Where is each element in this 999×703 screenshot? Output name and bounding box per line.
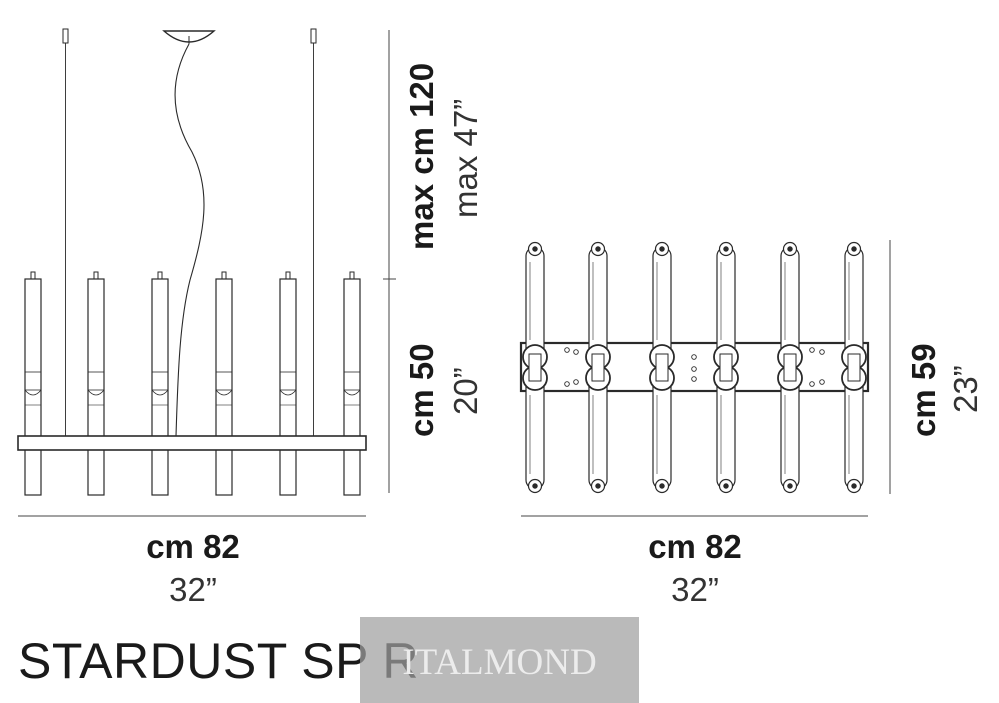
side-tube-5 (279, 271, 297, 496)
side-height-in: 20” (447, 367, 484, 415)
mount-hole (819, 379, 825, 385)
top-view (519, 241, 870, 494)
suspension-cable-left (62, 28, 69, 436)
mount-hole (573, 379, 579, 385)
side-height-max-in: max 47” (447, 99, 484, 218)
side-tube-2 (87, 271, 105, 496)
mount-hole (573, 349, 579, 355)
side-width-in: 32” (169, 571, 217, 608)
mount-hole (809, 381, 815, 387)
product-title: STARDUST SP R (18, 633, 420, 689)
side-width-cm: cm 82 (146, 528, 240, 565)
side-height-cm: cm 50 (403, 343, 440, 437)
mount-hole (564, 381, 570, 387)
top-width-cm: cm 82 (648, 528, 742, 565)
light-tubes-top (522, 241, 867, 494)
mount-hole (809, 347, 815, 353)
top-tube-2 (585, 241, 611, 494)
top-tube-5 (777, 241, 803, 494)
top-tube-1 (522, 241, 548, 494)
side-tube-6 (343, 271, 361, 496)
top-depth-in: 23” (947, 365, 984, 413)
side-tube-4 (215, 271, 233, 496)
watermark: ITALMOND (360, 617, 639, 703)
side-tube-3 (151, 271, 169, 496)
support-bar (17, 435, 367, 451)
watermark-text: ITALMOND (402, 642, 597, 683)
mount-hole (691, 366, 697, 372)
top-tube-3 (649, 241, 675, 494)
mount-hole (564, 347, 570, 353)
mount-holes (564, 347, 825, 387)
mount-hole (819, 349, 825, 355)
top-depth-cm: cm 59 (905, 343, 942, 437)
top-tube-4 (713, 241, 739, 494)
side-tube-1 (24, 271, 42, 496)
side-height-max-cm: max cm 120 (403, 63, 440, 250)
mount-hole (691, 376, 697, 382)
mount-hole (691, 354, 697, 360)
suspension-cable-right (310, 28, 317, 436)
light-tubes-side (24, 271, 361, 496)
top-width-in: 32” (671, 571, 719, 608)
top-tube-6 (841, 241, 867, 494)
power-cable (174, 43, 205, 437)
side-view (17, 28, 367, 496)
side-height-dimension (383, 30, 396, 493)
